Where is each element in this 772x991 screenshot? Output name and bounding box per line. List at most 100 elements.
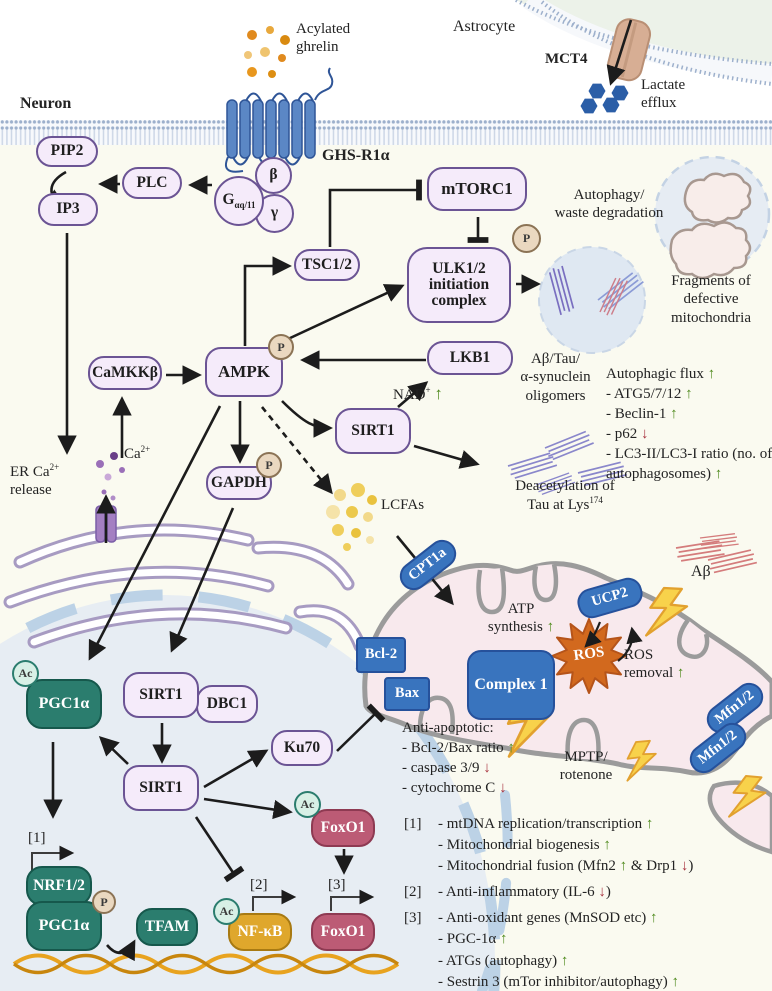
node-pip2: PIP2 [36,136,98,167]
node-lkb1: LKB1 [427,341,513,375]
node-tsc12: TSC1/2 [294,249,360,281]
label-er-ca-release: ER Ca2+release [10,462,60,499]
node-bax: Bax [384,677,430,711]
ac-badge: Ac [294,791,321,818]
up-arrow-icon: ↑ [685,386,693,403]
list-item: - Sestrin 3 (mTor inhibitor/autophagy) ↑ [438,973,680,990]
node-nfkb: NF-κB [228,913,292,951]
up-arrow-icon: ↑ [645,816,654,832]
list-item: - p62 ↓ [606,426,649,443]
ghrelin-particles [244,26,290,78]
label-ghsr1a: GHS-R1α [322,147,390,164]
up-arrow-icon: ↑ [560,952,569,969]
list-item: Autophagic flux ↑ [606,366,716,382]
bracket-1-label: [1] [28,830,46,846]
gene-group-1: [1] - mtDNA replication/transcription ↑ … [404,814,772,877]
gene-group-3: [3] - Anti-oxidant genes (MnSOD etc) ↑ -… [404,908,772,991]
label-mct4: MCT4 [545,51,588,67]
list-item: - mtDNA replication/transcription ↑ [438,816,654,832]
p-badge: P [268,334,294,360]
label-lcfas: LCFAs [381,497,425,513]
bracket-2-label: [2] [250,877,268,893]
up-arrow-icon: ↑ [603,837,611,854]
label-amyloid-beta: Aβ [691,563,711,580]
pathway-arrows [43,19,643,962]
down-arrow-icon: ↓ [499,780,507,797]
up-arrow-icon: ↑ [671,973,680,990]
list-item: - Anti-oxidant genes (MnSOD etc) ↑ [438,910,658,927]
p-badge: P [256,452,282,478]
node-complex1: Complex 1 [467,650,555,720]
promoter-arrows [31,845,375,911]
node-foxo1-acetylated: FoxO1 [311,809,375,847]
down-arrow-icon: ↓ [641,426,649,443]
up-arrow-icon: ↑ [619,858,628,875]
up-arrow-icon: ↑ [507,740,515,757]
list-item: - LC3-II/LC3-I ratio (no. of autophagoso… [606,446,772,483]
label-autophagy-waste: Autophagy/waste degradation [554,187,664,222]
p-badge: P [512,224,541,253]
node-g-beta: β [255,157,292,194]
label-neuron: Neuron [20,95,72,112]
node-nrf12: NRF1/2 [26,866,92,906]
list-item: - Beclin-1 ↑ [606,406,678,423]
node-ampk: AMPK [205,347,283,397]
nuclear-envelope-arc [477,790,513,991]
up-arrow-icon: ↑ [650,910,658,927]
up-arrow-icon: ↑ [676,665,685,682]
node-sirt1-nuclear-2: SIRT1 [123,765,199,811]
node-mtorc1: mTORC1 [427,167,527,211]
down-arrow-icon: ↓ [483,760,491,777]
label-mptp-rotenone: MPTP/rotenone [559,749,613,784]
gene-effects-list: [1] - mtDNA replication/transcription ↑ … [404,814,772,991]
up-arrow-icon: ↑ [434,384,443,403]
anti-apoptotic-list: Anti-apoptotic: - Bcl-2/Bax ratio ↑ - ca… [402,718,560,798]
up-arrow-icon: ↑ [714,466,723,483]
node-bcl2: Bcl-2 [356,637,406,673]
bracket-3-label: [3] [328,877,346,893]
list-item: - PGC-1α ↑ [438,931,508,948]
autophagosome-vesicle [538,246,646,354]
list-item: - Mitochondrial fusion (Mfn2 ↑ & Drp1 ↓) [438,858,694,875]
autophagic-flux-list: Autophagic flux ↑ - ATG5/7/12 ↑ - Beclin… [606,364,772,485]
node-ip3: IP3 [38,193,98,226]
ac-badge: Ac [12,660,39,687]
up-arrow-icon: ↑ [707,366,716,382]
list-item: - caspase 3/9 ↓ [402,760,491,777]
label-astrocyte: Astrocyte [453,18,516,35]
list-item: - Anti-inflammatory (IL-6 ↓) [438,884,611,901]
mito-fragments [669,172,752,280]
label-nad: NAD+ ↑ [393,384,443,403]
endoplasmic-reticulum [3,505,367,653]
ghsr1a-receptor-icon [224,67,334,173]
list-item: - cytochrome C ↓ [402,780,507,797]
node-ku70: Ku70 [271,730,333,766]
dna-helix [12,953,400,975]
p-badge: P [92,890,116,914]
list-item: - ATGs (autophagy) ↑ [438,952,569,969]
label-ca2: Ca2+ [124,444,151,462]
node-plc: PLC [122,167,182,199]
ac-badge: Ac [213,898,240,925]
list-item: - Bcl-2/Bax ratio ↑ [402,740,515,757]
up-arrow-icon: ↑ [500,931,508,948]
label-lactate-efflux: Lactate efflux [641,77,686,112]
down-arrow-icon: ↓ [598,884,606,901]
node-sirt1-nuclear-1: SIRT1 [123,672,199,718]
up-arrow-icon: ↑ [546,619,555,636]
node-dbc1: DBC1 [196,685,258,723]
gene-group-2: [2] - Anti-inflammatory (IL-6 ↓) [404,882,772,903]
lcfa-particles [326,483,377,551]
node-tfam: TFAM [136,908,198,946]
list-item: - ATG5/7/12 ↑ [606,386,693,403]
list-item: Anti-apoptotic: [402,720,494,736]
node-camkkb: CaMKKβ [88,356,162,390]
node-pgc1a-active: PGC1α [26,901,102,951]
down-arrow-icon: ↓ [680,858,689,875]
